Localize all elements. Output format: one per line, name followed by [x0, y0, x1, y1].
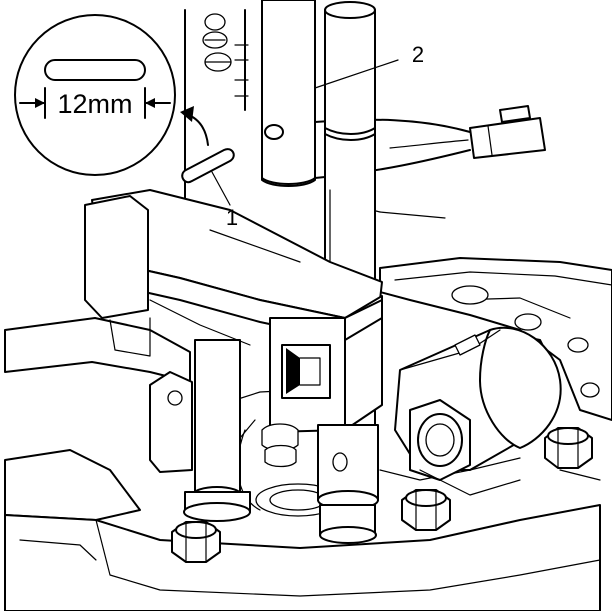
- shift-rail-left: [261, 0, 316, 187]
- shift-solenoid: [394, 326, 562, 496]
- callout-1-label: 1: [226, 205, 238, 230]
- transmission-case: [4, 257, 612, 611]
- callout-1: 1: [211, 171, 238, 230]
- inset-pointer-arrow: [180, 106, 209, 146]
- shift-shaft-lower: [183, 339, 251, 522]
- shift-collar: [317, 424, 379, 544]
- detail-inset: 12mm: [14, 14, 176, 176]
- roll-pin: [181, 148, 235, 184]
- bolt-front-left: [171, 521, 221, 563]
- callout-2: 2: [314, 42, 424, 89]
- dimension-label: 12mm: [57, 89, 132, 119]
- shift-lever-arm: [84, 189, 383, 433]
- electrical-connector: [469, 105, 546, 159]
- magnified-pin: [44, 59, 146, 81]
- pivot-spring: [239, 419, 299, 468]
- callout-2-label: 2: [412, 42, 424, 67]
- detent-bracket: [149, 371, 193, 473]
- bolt-front-center: [401, 489, 451, 531]
- graduated-rail: [184, 9, 249, 231]
- bolt-front-right: [544, 427, 593, 469]
